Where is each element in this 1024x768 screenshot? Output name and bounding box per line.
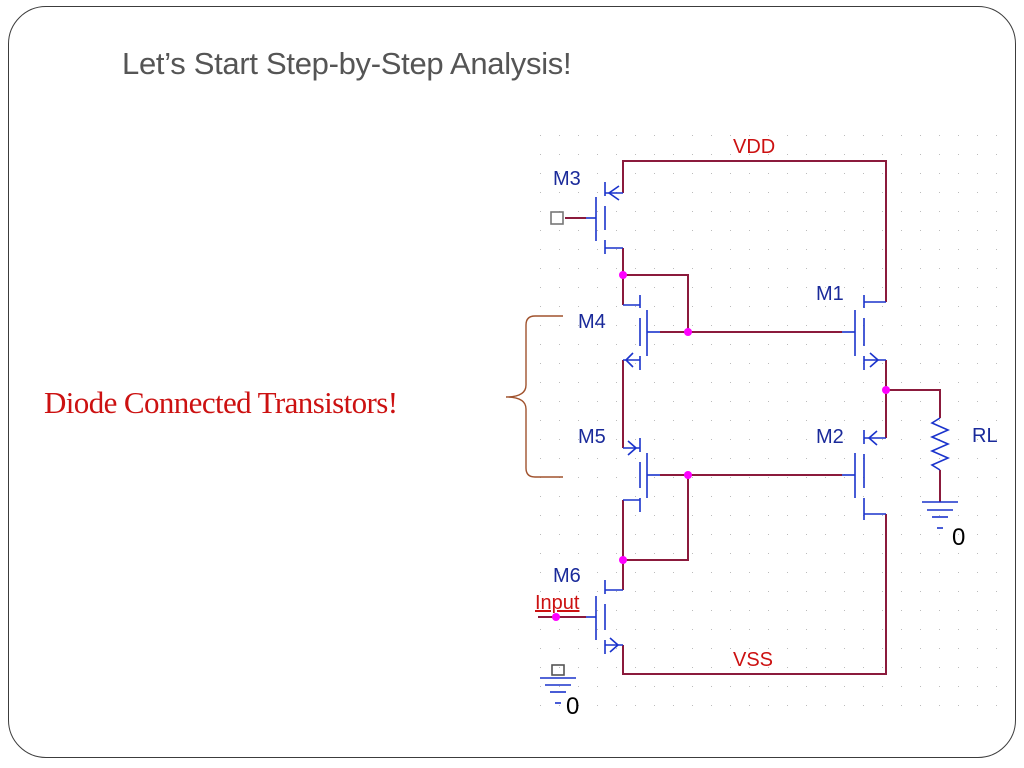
label-rl: RL [972,425,998,447]
ground-symbol-rl [922,501,958,529]
callout-text: Diode Connected Transistors! [44,385,398,420]
junction-nodes [552,271,890,621]
label-m1: M1 [816,283,844,305]
node-m5-m6 [619,556,627,564]
transistor-m3 [586,182,623,254]
input-label: Input [535,592,580,614]
m3-drain-wire [622,248,689,332]
node-m5-gate [684,471,692,479]
vss-rail [622,514,887,675]
node-m4-gate [684,328,692,336]
vss-label: VSS [733,649,773,671]
transistor-m5 [623,438,660,512]
schematic-grid [540,135,997,706]
transistor-m2 [842,430,886,520]
rl-top-wire [886,389,941,418]
transistor-m1 [842,295,886,370]
slide-frame [8,6,1016,758]
transistor-m6 [586,580,623,654]
label-m6: M6 [553,565,581,587]
label-m3: M3 [553,168,581,190]
label-m5: M5 [578,426,606,448]
label-m2: M2 [816,426,844,448]
callout-brace [505,315,563,478]
resistor-rl [930,417,950,471]
transistor-m4 [623,295,660,370]
node-m3-m4 [619,271,627,279]
label-m4: M4 [578,311,606,333]
ground-label-rl: 0 [952,524,965,551]
ground-symbol-input [540,664,576,704]
m3-gate-pin [550,211,564,225]
vdd-label: VDD [733,136,775,158]
node-output [882,386,890,394]
m5-m6-wire [622,475,689,561]
wires [538,160,941,675]
node-input [552,613,560,621]
slide-title: Let’s Start Step-by-Step Analysis! [122,46,572,81]
vdd-rail [622,160,887,302]
devices [540,182,958,704]
ground-label-input: 0 [566,693,579,720]
